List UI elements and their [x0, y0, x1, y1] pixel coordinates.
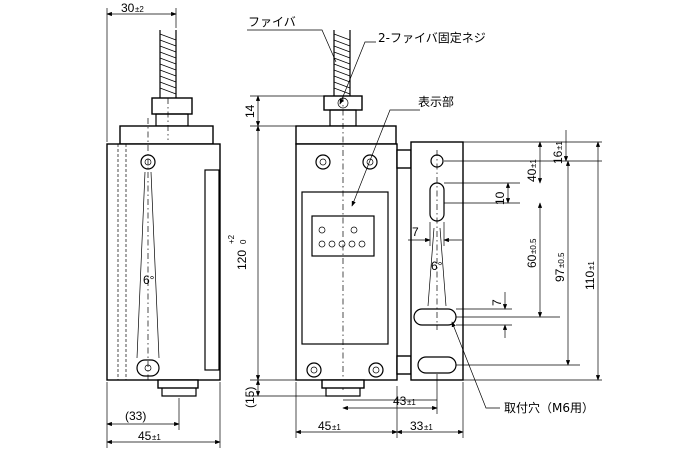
- dim-120-tol-bot: 0: [239, 239, 248, 244]
- dim-120-tol-top: +2: [227, 234, 236, 244]
- side-connector-base: [155, 113, 189, 127]
- side-top-cap: [119, 125, 214, 145]
- side-rail: [204, 169, 220, 371]
- dim-60: 60: [525, 254, 539, 268]
- dim-side-45-tol: ±1: [152, 433, 161, 442]
- side-angle-label: 6°: [143, 273, 155, 287]
- dim-7a: 7: [412, 225, 419, 239]
- bracket-angle-label: 6°: [431, 259, 443, 273]
- dim-16: 16: [551, 150, 565, 164]
- dim-120: 120: [235, 250, 249, 270]
- side-fiber-cable: [159, 30, 177, 98]
- display-window: [311, 215, 375, 257]
- dim-110: 110: [583, 271, 597, 290]
- side-connector: [151, 97, 193, 115]
- dim-side-45: 45: [138, 429, 152, 443]
- mount-hole-label: 取付穴（M6用）: [504, 400, 594, 415]
- dim-40-tol: ±1: [529, 159, 538, 168]
- fiber-screw-label: 2-ファイバ固定ネジ: [378, 30, 486, 45]
- side-view: 6°: [106, 30, 221, 397]
- dim-30: 30: [121, 1, 135, 15]
- dim-33-paren: (33): [125, 409, 146, 423]
- fiber-label: ファイバ: [248, 15, 296, 29]
- side-body: [106, 143, 221, 381]
- dim-16-tol: ±1: [555, 141, 564, 150]
- side-hole-bottom: [136, 359, 160, 377]
- dim-60-tol: ±0.5: [529, 238, 538, 254]
- front-screws: [306, 154, 384, 378]
- clip-top: [396, 149, 412, 169]
- side-hole-top: [140, 154, 156, 170]
- front-body: [295, 143, 398, 381]
- dim-110-tol: ±1: [587, 261, 596, 270]
- front-inner-panel: [301, 191, 389, 345]
- dim-97: 97: [553, 268, 567, 282]
- dim-97-tol: ±0.5: [557, 252, 566, 268]
- side-bottom-connector: [157, 379, 199, 389]
- dim-40: 40: [525, 168, 539, 182]
- leaders: [247, 29, 500, 409]
- dim-14: 14: [243, 104, 257, 118]
- front-bottom-connector: [321, 379, 365, 389]
- front-top-cap: [295, 125, 397, 145]
- bracket-view: 6°: [410, 141, 464, 381]
- dim-30-tol: ±2: [135, 5, 144, 14]
- dim-bracket-33-tol: ±1: [424, 423, 433, 432]
- dim-front-45: 45: [318, 419, 332, 433]
- dim-43-tol: ±1: [407, 398, 416, 407]
- front-view: [295, 30, 412, 397]
- dim-15: (15): [243, 387, 257, 408]
- clip-bottom: [396, 355, 412, 375]
- dimensions: [106, 8, 602, 448]
- dim-7b: 7: [490, 299, 504, 306]
- dim-43: 43: [393, 394, 407, 408]
- dim-10: 10: [493, 191, 507, 205]
- dim-front-45-tol: ±1: [332, 423, 341, 432]
- dim-bracket-33: 33: [410, 419, 424, 433]
- annotations: ファイバ 2-ファイバ固定ネジ 表示部 取付穴（M6用） 30 ±2 45 ±1…: [121, 1, 597, 443]
- display-label: 表示部: [418, 94, 454, 109]
- front-fiber-cable: [333, 30, 351, 96]
